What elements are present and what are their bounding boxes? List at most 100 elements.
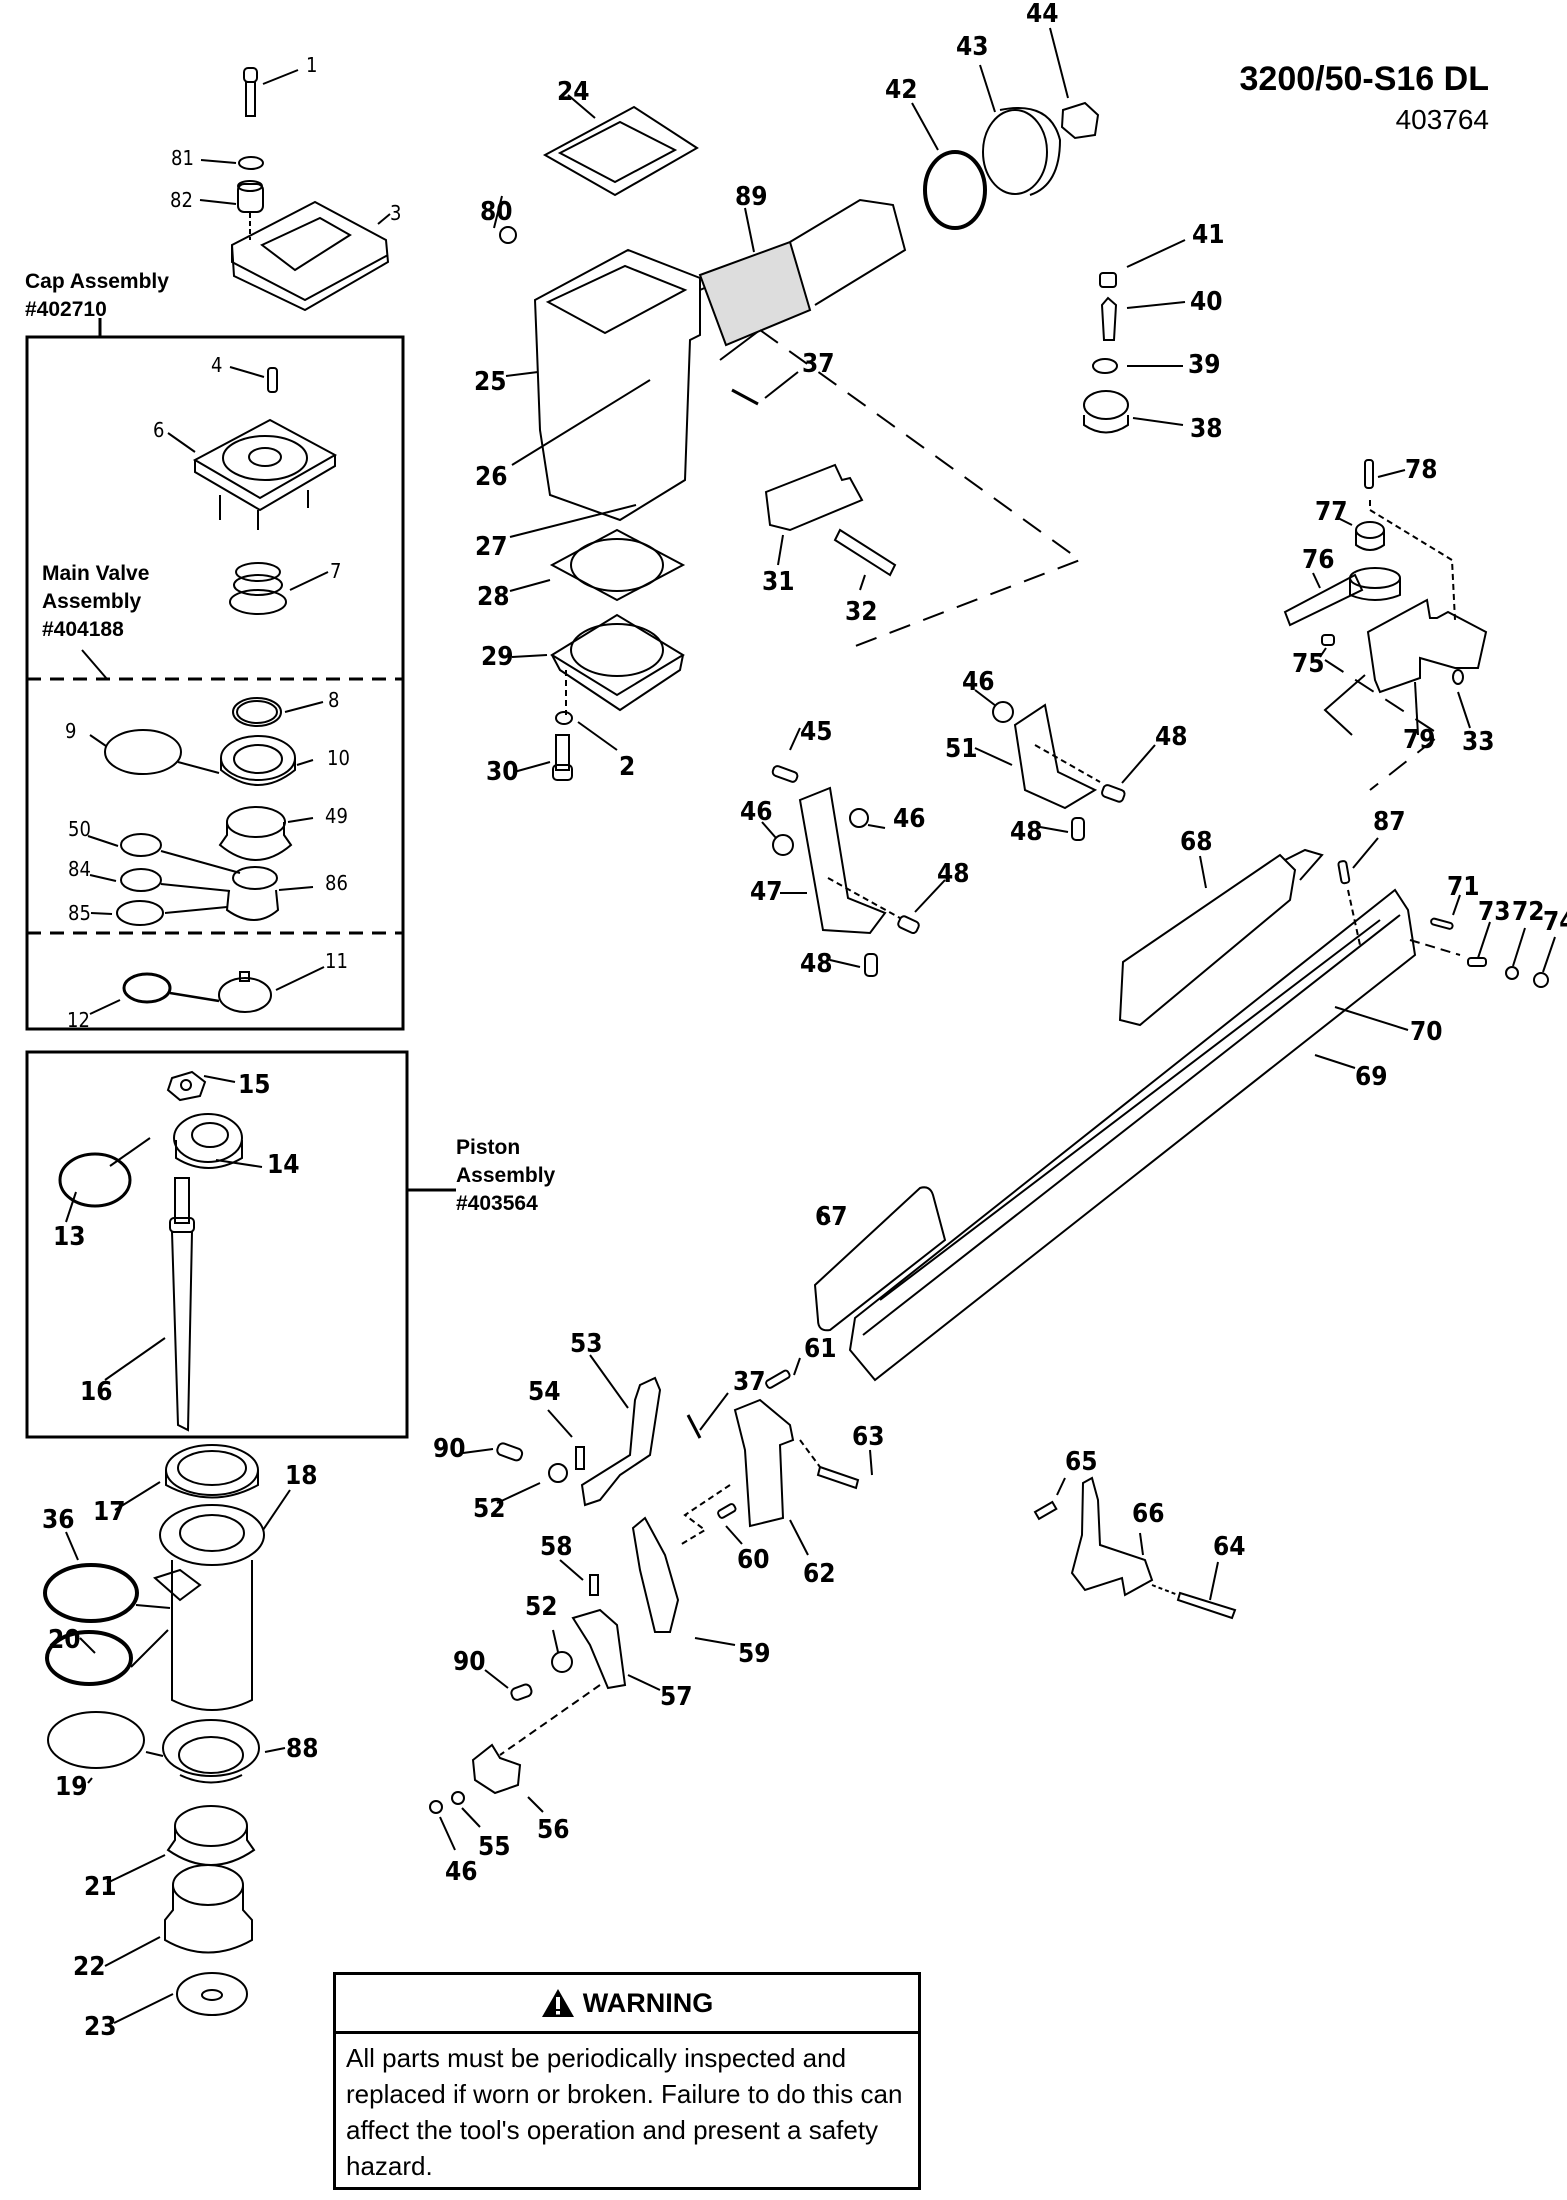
callout-89: 89 <box>735 182 768 212</box>
callout-9: 9 <box>65 719 76 743</box>
callout-46d: 46 <box>445 1857 478 1887</box>
part-41-nut <box>1099 239 1186 288</box>
callout-74: 74 <box>1543 907 1567 937</box>
callout-48b: 48 <box>1010 817 1043 847</box>
callout-50: 50 <box>68 817 91 841</box>
callout-27: 27 <box>475 532 508 562</box>
callout-78: 78 <box>1405 455 1438 485</box>
callout-10: 10 <box>327 746 350 770</box>
part-39-o-ring <box>1092 358 1118 374</box>
callout-66: 66 <box>1132 1499 1165 1529</box>
callout-69: 69 <box>1355 1062 1388 1092</box>
callout-73: 73 <box>1478 897 1511 927</box>
part-90-screw-b <box>484 1669 533 1701</box>
callout-41: 41 <box>1192 220 1225 250</box>
callout-44: 44 <box>1026 0 1059 29</box>
callout-46b: 46 <box>740 797 773 827</box>
callout-63: 63 <box>852 1422 885 1452</box>
callout-3: 3 <box>390 201 401 225</box>
callout-80: 80 <box>480 197 513 227</box>
callout-67: 67 <box>815 1202 848 1232</box>
part-58-spring <box>559 1559 599 1596</box>
callout-58: 58 <box>540 1532 573 1562</box>
part-85-o-ring <box>116 900 164 926</box>
part-13-o-ring <box>58 1152 132 1208</box>
part-54-spring <box>547 1409 585 1470</box>
part-48-screw-c <box>1101 784 1126 803</box>
part-68-feeder <box>1118 848 1324 1027</box>
cap-assembly-box <box>25 335 405 1031</box>
part-55-washer <box>451 1791 465 1805</box>
part-45-screw <box>771 727 801 783</box>
part-43-exhaust-cap <box>979 64 1062 196</box>
callout-51: 51 <box>945 734 978 764</box>
part-29-cylinder-cap <box>511 613 685 712</box>
part-24-gasket <box>542 94 699 197</box>
part-76-spring <box>1283 567 1401 627</box>
part-31-bracket <box>764 463 864 566</box>
part-82-spacer <box>199 180 264 240</box>
part-10-seal <box>220 735 314 786</box>
part-59-actuator <box>631 1516 736 1646</box>
cap-assembly-name: Cap Assembly <box>25 270 169 293</box>
part-86-valve-piston <box>160 850 314 921</box>
callout-75: 75 <box>1292 649 1325 679</box>
callout-2: 2 <box>619 752 635 782</box>
callout-32: 32 <box>845 597 878 627</box>
part-16-driver-blade <box>104 1177 195 1432</box>
callout-19: 19 <box>55 1772 88 1802</box>
part-1-screw <box>243 67 299 117</box>
callout-59: 59 <box>738 1639 771 1669</box>
callout-25: 25 <box>474 367 507 397</box>
part-23-disc <box>113 1972 248 2024</box>
callout-49: 49 <box>325 804 348 828</box>
callout-52b: 52 <box>525 1592 558 1622</box>
part-44-plug <box>1049 27 1100 140</box>
part-3-cap <box>230 200 391 312</box>
warning-text: All parts must be periodically inspected… <box>346 2043 903 2181</box>
part-60-screw <box>717 1503 743 1545</box>
callout-72: 72 <box>1512 897 1545 927</box>
callout-65: 65 <box>1065 1447 1098 1477</box>
part-52-washer-b <box>551 1651 573 1673</box>
main-valve-assembly-name2: Assembly <box>42 590 142 613</box>
callout-76: 76 <box>1302 545 1335 575</box>
piston-assembly-name2: Assembly <box>456 1164 556 1187</box>
part-73-spring <box>1467 921 1491 967</box>
part-79-latch <box>1323 598 1488 736</box>
callout-40: 40 <box>1190 287 1223 317</box>
model-title: 3200/50-S16 DL <box>1239 60 1490 98</box>
callout-54: 54 <box>528 1377 561 1407</box>
part-40-pin <box>1100 296 1186 341</box>
callout-38: 38 <box>1190 414 1223 444</box>
part-75-screw <box>1319 634 1335 658</box>
part-69-magazine <box>848 888 1417 1382</box>
callout-71: 71 <box>1447 872 1480 902</box>
part-87-pin <box>1337 837 1379 946</box>
part-62-valve-body <box>733 1398 809 1556</box>
callout-53: 53 <box>570 1329 603 1359</box>
callout-48d: 48 <box>800 949 833 979</box>
main-valve-assembly-number: #404188 <box>42 618 124 641</box>
part-46-nut-c <box>992 701 1014 723</box>
part-67-label <box>813 1186 947 1332</box>
warning-title: WARNING <box>582 1987 714 2018</box>
part-77-bumper <box>1337 517 1385 551</box>
part-20-o-ring <box>45 1630 133 1686</box>
part-7-spring <box>229 562 329 615</box>
callout-23: 23 <box>84 2012 117 2042</box>
part-2-washer <box>555 711 573 725</box>
callout-24: 24 <box>557 77 590 107</box>
part-11-valve <box>218 966 325 1013</box>
part-78-screw <box>1364 459 1456 621</box>
callout-90a: 90 <box>433 1434 466 1464</box>
callout-68: 68 <box>1180 827 1213 857</box>
part-48-screw-d <box>1071 817 1085 841</box>
piston-assembly-box <box>25 1050 409 1439</box>
part-57-trigger-lever <box>571 1608 661 1691</box>
callout-90b: 90 <box>453 1647 486 1677</box>
callout-30: 30 <box>486 757 519 787</box>
callout-52a: 52 <box>473 1494 506 1524</box>
callout-81: 81 <box>171 146 194 170</box>
part-18-cylinder <box>153 1489 291 1711</box>
